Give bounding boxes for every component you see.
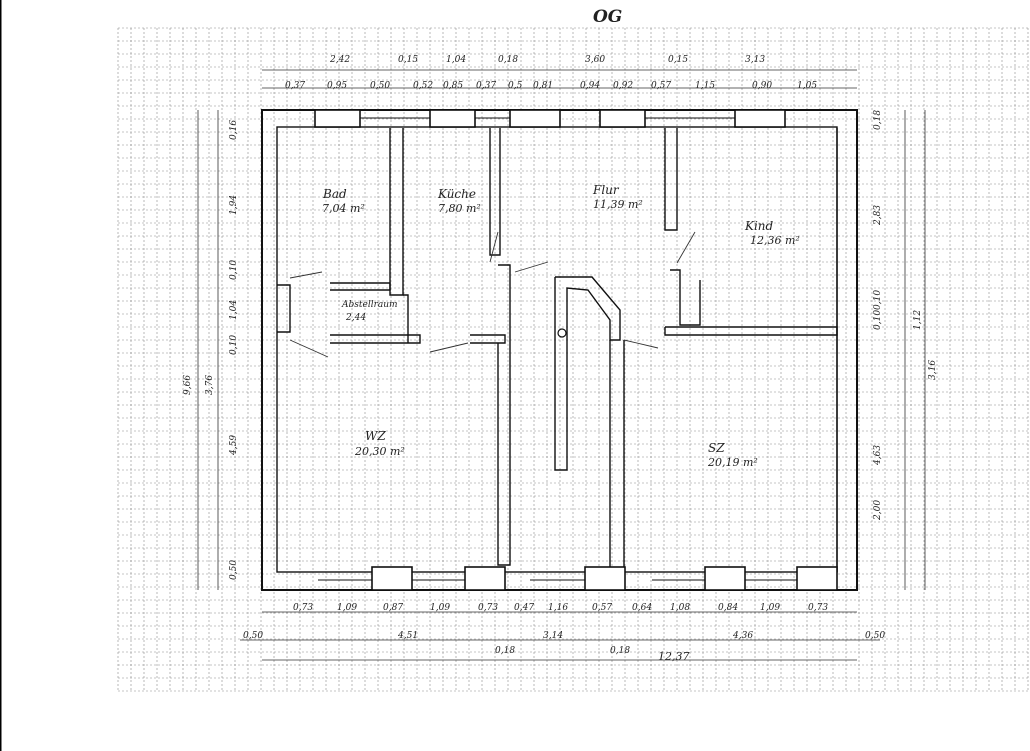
dimension-label: 3,14: [543, 631, 563, 641]
dimension-label: 0,81: [533, 81, 553, 91]
dim-total-width: 12,37: [658, 650, 690, 663]
dimension-label: 0,15: [398, 55, 418, 65]
room-label: Kind: [744, 219, 774, 233]
dimension-label: 1,09: [337, 603, 357, 613]
dim-right-total-a: 3,16: [928, 360, 938, 380]
dimension-label: 0,10: [873, 290, 883, 310]
dim-bottom-small-right: 0,18: [610, 646, 630, 656]
dimension-label: 0,94: [580, 81, 600, 91]
dimension-label: 1,94: [229, 195, 239, 215]
windows-bottom: [318, 566, 838, 591]
dimension-label: 3,13: [745, 55, 765, 65]
room-kind: Kind 12,36 m²: [744, 219, 800, 247]
dimension-label: 0,10: [229, 335, 239, 355]
dimension-label: 4,36: [732, 631, 753, 641]
dimension-label: 0,92: [613, 81, 633, 91]
room-area: 7,04 m²: [322, 202, 365, 215]
dimension-label: 0,64: [632, 603, 652, 613]
dim-bottom-small-left: 0,18: [495, 646, 515, 656]
dim-left-total-a: 9,66: [183, 375, 193, 395]
dimension-label: 0,47: [514, 603, 534, 613]
dimension-label: 1,09: [760, 603, 780, 613]
dimension-label: 0,95: [327, 81, 347, 91]
dim-left-total-b: 3,76: [205, 375, 215, 395]
dimension-lines: [197, 69, 926, 661]
dimension-label: 0,84: [718, 603, 738, 613]
dimension-label: 0,5: [508, 81, 523, 91]
dimension-label: 0,15: [668, 55, 688, 65]
dimension-label: 0,50: [243, 631, 263, 641]
dimension-label: 2,00: [873, 500, 883, 521]
room-label: Flur: [592, 183, 620, 197]
room-bad: Bad 7,04 m²: [322, 187, 365, 215]
dimension-label: 0,57: [592, 603, 612, 613]
room-area: 11,39 m²: [593, 198, 643, 211]
dims-top-row-1: 2,42 0,15 1,04 0,18 3,60 0,15 3,13: [329, 55, 765, 65]
plan-title: OG: [593, 7, 622, 27]
dims-bottom-row-1: 0,73 1,09 0,87 1,09 0,73 0,47 1,16 0,57 0,64 1,08…: [293, 603, 828, 613]
dimension-label: 0,73: [808, 603, 828, 613]
dimension-label: 1,16: [548, 603, 568, 613]
dimension-label: 0,73: [478, 603, 498, 613]
dimension-label: 0,18: [498, 55, 518, 65]
room-sz: SZ 20,19 m²: [707, 441, 758, 469]
dimension-label: 0,37: [285, 81, 305, 91]
dimension-label: 0,10: [229, 260, 239, 280]
room-wz: WZ 20,30 m²: [354, 429, 405, 458]
room-kueche: Küche 7,80 m²: [437, 187, 481, 215]
dimension-label: 1,08: [670, 603, 690, 613]
dims-left: 0,16 1,94 0,10 1,04 0,10 4,59 0,50: [229, 120, 239, 580]
door-swings: [289, 231, 696, 358]
dimension-label: 1,04: [446, 55, 466, 65]
dimension-label: 1,09: [430, 603, 450, 613]
dimension-label: 2,42: [329, 55, 350, 65]
dimension-label: 0,87: [383, 603, 403, 613]
dimension-label: 0,50: [229, 560, 239, 580]
dimension-label: 0,50: [865, 631, 885, 641]
room-area: 7,80 m²: [438, 202, 481, 215]
dimension-label: 0,16: [229, 120, 239, 140]
dimension-label: 4,63: [873, 445, 883, 466]
room-flur: Flur 11,39 m²: [592, 183, 643, 211]
dimension-label: 0,37: [476, 81, 496, 91]
interior-walls: [277, 128, 838, 572]
dims-right: 0,18 2,83 0,100,10 4,63 2,00: [873, 110, 883, 521]
room-area: 20,19 m²: [707, 456, 758, 469]
dimension-label: 1,04: [229, 300, 239, 320]
dimension-label: 1,05: [797, 81, 817, 91]
room-abstellraum: Abstellraum 2,44: [341, 300, 398, 323]
dimension-label: 1,15: [695, 81, 715, 91]
dimension-label: 0,50: [370, 81, 390, 91]
dimension-label: 0,18: [873, 110, 883, 130]
dimension-label: 4,51: [397, 631, 418, 641]
room-area: 12,36 m²: [750, 234, 800, 247]
dims-top-row-2: 0,37 0,95 0,50 0,52 0,85 0,37 0,5 0,81 0,94 0,92 0…: [285, 81, 817, 91]
windows-top: [314, 109, 786, 128]
room-label: SZ: [708, 441, 725, 455]
room-label: Küche: [437, 187, 476, 201]
room-label: WZ: [365, 429, 386, 443]
dimension-label: 0,73: [293, 603, 313, 613]
dims-bottom-row-2: 0,50 4,51 3,14 4,36 0,50: [243, 631, 885, 641]
dim-right-total-b: 1,12: [913, 310, 923, 330]
room-label: Abstellraum: [341, 300, 398, 310]
dimension-label: 4,59: [229, 435, 239, 456]
dimension-label: 3,60: [585, 55, 605, 65]
dimension-label: 0,52: [413, 81, 433, 91]
dimension-label: 2,83: [873, 205, 883, 226]
room-area: 20,30 m²: [354, 445, 405, 458]
dimension-label: 0,90: [752, 81, 772, 91]
dimension-label: 0,85: [443, 81, 463, 91]
room-label: Bad: [322, 187, 347, 201]
dimension-label: 0,57: [651, 81, 671, 91]
dimension-label: 0,10: [873, 310, 883, 330]
room-area: 2,44: [345, 313, 366, 323]
